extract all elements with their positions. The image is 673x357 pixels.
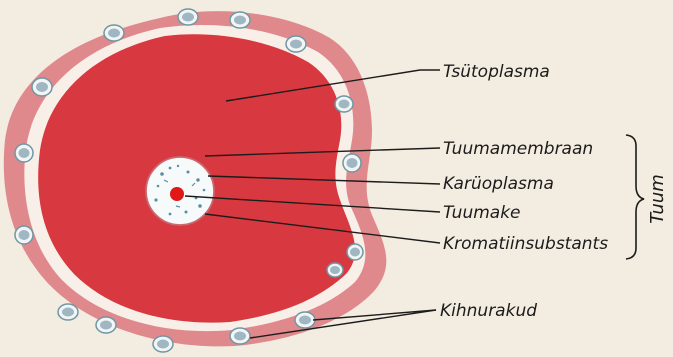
follicle-cell <box>104 25 124 41</box>
label-cytoplasm: Tsütoplasma <box>443 62 550 82</box>
label-nucleus-group: Tuum <box>647 174 668 224</box>
nucleolus <box>170 187 184 201</box>
follicle-cell <box>153 336 173 352</box>
follicle-cell <box>335 96 353 112</box>
follicle-cell <box>295 312 315 328</box>
follicle-cell <box>327 263 343 277</box>
follicle-cell <box>15 226 33 244</box>
follicle-cell <box>230 12 250 28</box>
follicle-cell <box>230 328 250 344</box>
follicle-cell <box>15 144 33 162</box>
label-follicle-cells: Kihnurakud <box>440 301 537 321</box>
follicle-cell <box>347 244 363 260</box>
follicle-cell <box>178 9 198 25</box>
label-nucleoplasm: Karüoplasma <box>443 174 554 194</box>
label-nuclear-membrane: Tuumamembraan <box>443 139 593 159</box>
follicle-cell <box>58 304 78 320</box>
label-nucleolus: Tuumake <box>443 203 521 223</box>
nucleus-brace <box>626 135 644 259</box>
follicle-cell <box>286 36 306 52</box>
follicle-cell <box>32 78 52 96</box>
follicle-cell <box>343 154 361 172</box>
nucleus <box>146 157 214 225</box>
follicle-cell <box>96 317 116 333</box>
label-chromatin: Kromatiinsubstants <box>443 234 608 254</box>
